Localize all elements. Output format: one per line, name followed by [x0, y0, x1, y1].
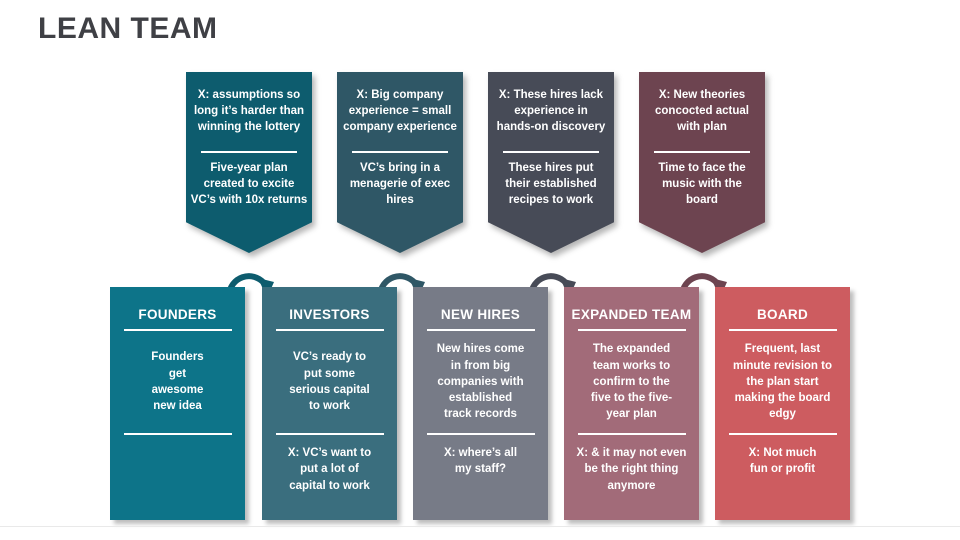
banner-shape: X: These hires lack experience in hands-…	[488, 72, 614, 253]
box-body-text: VC’s ready to put some serious capital t…	[289, 351, 370, 413]
box-investors: INVESTORS VC’s ready to put some serious…	[262, 287, 397, 520]
divider	[654, 151, 750, 153]
banner-top-text: X: These hires lack experience in hands-…	[496, 89, 606, 133]
banner-expanded-team-to-board: X: New theories concocted actual with pl…	[639, 72, 765, 253]
box-note-text: X: Not much fun or profit	[748, 447, 817, 476]
banner-shape: X: New theories concocted actual with pl…	[639, 72, 765, 253]
banner-founders-to-investors: X: assumptions so long it’s harder than …	[186, 72, 312, 253]
banner-investors-to-new-hires: X: Big company experience = small compan…	[337, 72, 463, 253]
divider	[275, 329, 384, 331]
box-board: BOARD Frequent, last minute revision to …	[715, 287, 850, 520]
banner-bottom-text: These hires put their established recipe…	[505, 162, 597, 206]
box-founders: FOUNDERS Founders get awesome new idea	[110, 287, 245, 520]
divider	[352, 151, 448, 153]
divider	[426, 329, 535, 331]
banner-bottom-text: Time to face the music with the board	[658, 162, 746, 206]
slide-bottom-rule	[0, 526, 960, 527]
divider	[503, 151, 599, 153]
banner-top-text: X: assumptions so long it’s harder than …	[193, 89, 305, 133]
box-note-text: X: & it may not even be the right thing …	[576, 447, 687, 492]
divider	[577, 433, 686, 435]
box-body-text: New hires come in from big companies wit…	[436, 343, 525, 421]
box-note-text: X: VC’s want to put a lot of capital to …	[287, 447, 372, 492]
page-title: LEAN TEAM	[38, 12, 218, 45]
divider	[123, 433, 232, 435]
banner-new-hires-to-expanded-team: X: These hires lack experience in hands-…	[488, 72, 614, 253]
box-title: INVESTORS	[289, 306, 370, 322]
divider	[275, 433, 384, 435]
banner-bottom-text: VC’s bring in a menagerie of exec hires	[349, 162, 451, 206]
divider	[728, 433, 837, 435]
banner-shape: X: assumptions so long it’s harder than …	[186, 72, 312, 253]
divider	[728, 329, 837, 331]
box-note-text: X: where’s all my staff?	[443, 447, 518, 476]
box-title: NEW HIRES	[440, 306, 521, 322]
box-body-text: The expanded team works to confirm to th…	[590, 343, 673, 421]
divider	[426, 433, 535, 435]
box-new-hires: NEW HIRES New hires come in from big com…	[413, 287, 548, 520]
divider	[201, 151, 297, 153]
box-note-text	[174, 435, 182, 520]
box-body-text: Frequent, last minute revision to the pl…	[732, 343, 833, 421]
banner-bottom-text: Five-year plan created to excite VC’s wi…	[190, 162, 308, 206]
divider	[123, 329, 232, 331]
banner-shape: X: Big company experience = small compan…	[337, 72, 463, 253]
banner-top-text: X: New theories concocted actual with pl…	[655, 89, 749, 133]
divider	[577, 329, 686, 331]
box-title: BOARD	[757, 306, 808, 322]
box-expanded-team: EXPANDED TEAM The expanded team works to…	[564, 287, 699, 520]
box-title: FOUNDERS	[138, 306, 217, 322]
box-title: EXPANDED TEAM	[571, 306, 692, 322]
banner-top-text: X: Big company experience = small compan…	[343, 89, 457, 133]
box-body-text: Founders get awesome new idea	[151, 351, 204, 413]
